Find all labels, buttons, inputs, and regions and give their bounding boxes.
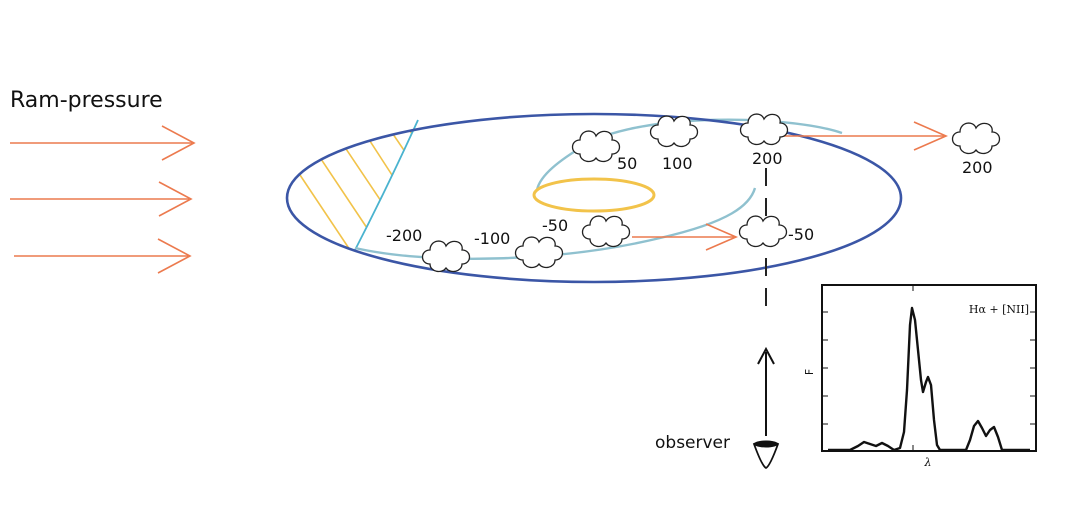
spectrum-ticks — [822, 285, 1036, 451]
observer-label: observer — [655, 433, 730, 453]
velocity-label-200-out: 200 — [962, 158, 993, 177]
ram-pressure-arrows — [10, 125, 196, 274]
eye-icon — [752, 440, 780, 470]
velocity-label-200: 200 — [752, 149, 783, 168]
ram-pressure-arrow-middle — [10, 181, 193, 217]
spectrum-line-label: Hα + [NII] — [969, 303, 1029, 316]
galaxy-disk — [285, 112, 903, 284]
ram-pressure-arrow-bottom — [14, 238, 192, 274]
ram-pressure-arrow-top — [10, 125, 196, 161]
stripping-front — [354, 119, 419, 251]
velocity-label-m100: -100 — [474, 229, 510, 248]
stripping-arrow-lower — [632, 223, 739, 251]
cloud-50 — [571, 130, 621, 163]
spectrum-ylabel: F — [803, 369, 816, 375]
gas-ring — [354, 118, 843, 260]
stripping-arrow-upper — [780, 121, 948, 151]
cloud-m50-out — [738, 215, 788, 248]
velocity-label-m50-inner: -50 — [542, 216, 568, 235]
velocity-label-m50-out: -50 — [788, 225, 814, 244]
spectrum-inset: Hα + [NII] F λ — [803, 284, 1037, 469]
velocity-label-100: 100 — [662, 154, 693, 173]
velocity-label-m200: -200 — [386, 226, 422, 245]
cloud-200-out — [951, 122, 1001, 155]
velocity-label-50: 50 — [617, 154, 637, 173]
cloud-m100 — [514, 236, 564, 269]
cloud-200 — [739, 113, 789, 146]
inner-ring — [532, 177, 656, 213]
spectrum-line — [828, 306, 1030, 452]
spectrum-xlabel: λ — [924, 456, 932, 469]
cloud-m200 — [421, 240, 471, 273]
cloud-m50-inner — [581, 215, 631, 248]
spectrum-frame — [821, 284, 1037, 452]
ram-pressure-label: Ram-pressure — [10, 88, 163, 113]
observer-arrow — [757, 346, 775, 436]
